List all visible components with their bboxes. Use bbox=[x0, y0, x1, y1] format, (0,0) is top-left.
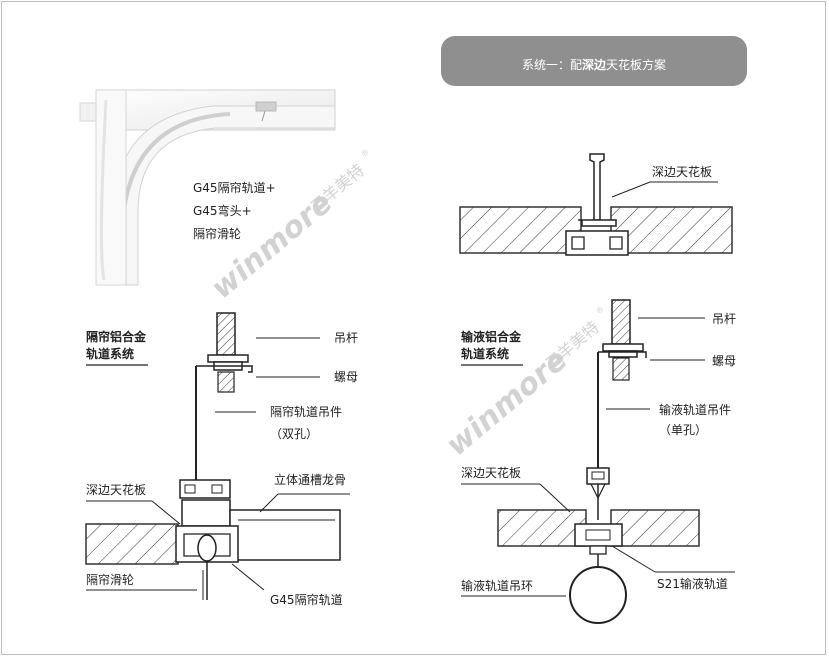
product-photo bbox=[79, 89, 336, 286]
right-ceiling-board-right bbox=[610, 509, 700, 547]
right-clamp-hole bbox=[591, 471, 605, 480]
right-hanger-top bbox=[598, 351, 647, 358]
product-line-2: G45弯头+ bbox=[193, 203, 252, 218]
leader-right-track bbox=[611, 545, 656, 573]
left-clamp-hole-2 bbox=[211, 484, 223, 494]
keel-flange bbox=[578, 219, 617, 227]
label-right-track: S21输液轨道 bbox=[657, 576, 728, 591]
left-keel-body bbox=[181, 499, 231, 527]
header-suffix: 天花板方案 bbox=[606, 57, 666, 72]
rail-curve-body bbox=[114, 105, 336, 286]
label-left-rod: 吊杆 bbox=[334, 331, 358, 345]
right-top-detail: 深边天花板 bbox=[459, 153, 733, 256]
right-title-line-2: 轨道系统 bbox=[461, 346, 509, 361]
left-clamp-hole-1 bbox=[184, 484, 196, 494]
label-left-nut: 螺母 bbox=[334, 370, 358, 384]
right-rod-lower bbox=[612, 357, 630, 381]
header-banner: 系统一：配深边天花板方案 bbox=[441, 36, 747, 86]
watermark-mark: ® bbox=[359, 147, 371, 159]
keel-profile bbox=[589, 153, 605, 221]
watermark-left: winmore 五羊美特 ® bbox=[205, 147, 371, 306]
watermark-mark-right: ® bbox=[594, 304, 606, 316]
right-track bbox=[574, 523, 623, 547]
label-left-track: G45隔帘轨道 bbox=[270, 592, 343, 607]
pulley-hook bbox=[261, 110, 266, 122]
right-washer bbox=[608, 350, 638, 358]
left-system: 隔帘铝合金 轨道系统 吊杆 bbox=[85, 312, 358, 607]
left-keel-3d bbox=[229, 509, 341, 561]
track-inner bbox=[571, 236, 623, 250]
left-rod-lower bbox=[217, 371, 235, 393]
product-caption: G45隔帘轨道+ G45弯头+ 隔帘滑轮 bbox=[193, 180, 276, 241]
left-hanger-top bbox=[196, 365, 253, 373]
right-ceiling-board-left bbox=[497, 509, 587, 547]
leader-right-ceiling bbox=[539, 483, 571, 513]
right-hanger-tip bbox=[590, 483, 606, 500]
label-right-hanger-1: 输液轨道吊件 bbox=[659, 402, 731, 417]
rail-highlight bbox=[99, 99, 108, 281]
label-right-ceiling: 深边天花板 bbox=[461, 465, 521, 480]
right-hanger-clamp bbox=[586, 467, 610, 485]
header-emphasis: 深边 bbox=[582, 57, 607, 72]
rail-pulley bbox=[255, 101, 277, 112]
header-background bbox=[441, 36, 747, 86]
right-title-line-1: 输液铝合金 bbox=[461, 329, 522, 344]
label-right-nut: 螺母 bbox=[712, 354, 736, 368]
left-nut bbox=[207, 354, 249, 363]
left-ceiling-board bbox=[85, 523, 179, 565]
left-title-line-1: 隔帘铝合金 bbox=[86, 329, 147, 344]
product-line-3: 隔帘滑轮 bbox=[193, 226, 241, 241]
watermark-right: winmore 五羊美特 ® bbox=[440, 304, 606, 463]
right-track-inner bbox=[585, 529, 611, 541]
label-right-top-ceiling: 深边天花板 bbox=[652, 164, 712, 179]
left-title-line-2: 轨道系统 bbox=[86, 346, 134, 361]
header-title: 系统一：配深边天花板方案 bbox=[522, 57, 666, 72]
label-left-pulley: 隔帘滑轮 bbox=[86, 572, 134, 587]
header-prefix: 系统一：配 bbox=[522, 58, 582, 72]
right-system: 输液铝合金 轨道系统 吊杆 螺母 输液轨道吊件 bbox=[461, 299, 736, 624]
track-profile bbox=[565, 230, 629, 256]
right-rod bbox=[611, 299, 631, 345]
label-left-ceiling: 深边天花板 bbox=[86, 482, 146, 497]
right-ring-holder bbox=[589, 545, 607, 555]
product-line-1: G45隔帘轨道+ bbox=[193, 180, 276, 195]
leader-left-ceiling bbox=[151, 500, 181, 525]
label-left-keel: 立体通槽龙骨 bbox=[274, 472, 346, 487]
right-nut bbox=[602, 343, 644, 352]
label-left-hanger-1: 隔帘轨道吊件 bbox=[270, 404, 342, 419]
ceiling-board-right bbox=[610, 206, 733, 254]
label-left-hanger-2: （双孔） bbox=[270, 427, 318, 441]
leader-right-top-ceiling bbox=[611, 181, 651, 198]
label-right-ring: 输液轨道吊环 bbox=[461, 578, 533, 593]
left-track-inner bbox=[183, 533, 231, 557]
leader-left-keel bbox=[259, 493, 279, 513]
label-right-hanger-2: （单孔） bbox=[659, 423, 707, 437]
left-pulley-wheel bbox=[197, 534, 217, 562]
leader-left-track bbox=[231, 563, 265, 591]
label-right-rod: 吊杆 bbox=[712, 312, 736, 326]
right-ring bbox=[569, 566, 627, 624]
ceiling-board-left bbox=[459, 206, 582, 254]
left-rod bbox=[216, 312, 236, 356]
